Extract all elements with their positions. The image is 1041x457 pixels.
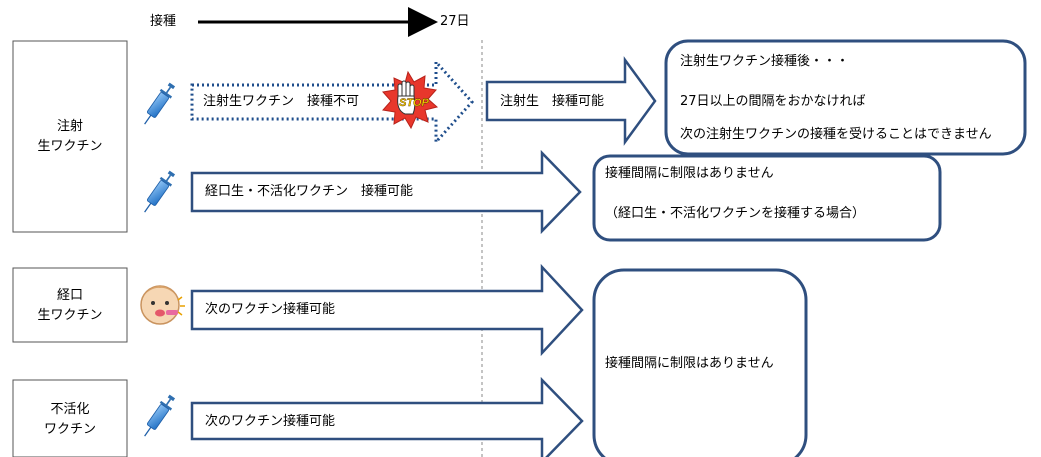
syringe-icon — [138, 168, 178, 217]
category-inactivated-line1: 不活化 — [50, 402, 90, 417]
arrow-label-inj-after: 注射生 接種可能 — [500, 94, 605, 109]
note2-line2: （経口生・不活化ワクチンを接種する場合） — [605, 206, 866, 221]
arrow-label-inj-to-other: 経口生・不活化ワクチン 接種可能 — [205, 184, 414, 199]
baby-icon — [140, 285, 185, 325]
category-oral-line1: 経口 — [56, 288, 83, 303]
note1-line2: 27日以上の間隔をおかなければ — [680, 94, 866, 109]
category-injectable-line2: 生ワクチン — [37, 139, 103, 154]
timeline-end-label: 27日 — [440, 14, 470, 29]
category-box-oral — [12, 267, 128, 343]
note-box-3 — [592, 268, 808, 457]
syringe-icon — [138, 80, 178, 129]
stop-hand-icon: STOP — [382, 70, 439, 130]
category-inactivated-line2: ワクチン — [43, 422, 96, 437]
arrow-injectable-after — [485, 56, 657, 146]
category-box-injectable — [12, 40, 128, 233]
category-injectable-line1: 注射 — [56, 119, 83, 134]
arrow-inactivated-next — [190, 376, 584, 457]
note2-line1: 接種間隔に制限はありません — [605, 166, 774, 181]
note1-line3: 次の注射生ワクチンの接種を受けることはできません — [680, 127, 992, 142]
note-box-1 — [664, 39, 1027, 156]
timeline-start-label: 接種 — [150, 14, 177, 29]
arrow-label-inj-not-allowed: 注射生ワクチン 接種不可 — [203, 94, 360, 109]
arrow-label-inactivated-next: 次のワクチン接種可能 — [205, 414, 336, 429]
dashed-arrow-not-allowed — [190, 58, 475, 146]
arrow-injectable-to-other — [190, 149, 582, 235]
arrow-oral-next — [190, 263, 584, 357]
syringe-icon — [138, 392, 178, 441]
note3-line1: 接種間隔に制限はありません — [605, 356, 774, 371]
category-box-inactivated — [12, 379, 128, 457]
category-oral-line2: 生ワクチン — [37, 308, 103, 323]
stop-label: STOP — [399, 97, 429, 109]
note-box-2 — [592, 154, 942, 242]
arrow-label-oral-next: 次のワクチン接種可能 — [205, 302, 336, 317]
note1-line1: 注射生ワクチン接種後・・・ — [680, 54, 850, 69]
